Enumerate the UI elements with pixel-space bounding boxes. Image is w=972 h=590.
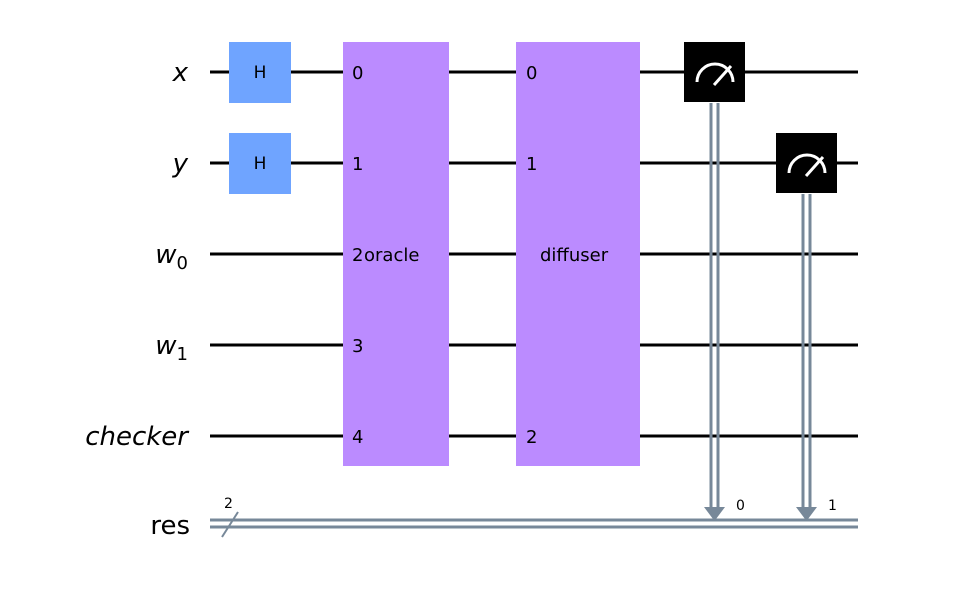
qubit-label-checker: checker bbox=[85, 422, 190, 452]
bus-width-label: 2 bbox=[224, 496, 233, 512]
qubit-label-w1: w1 bbox=[155, 331, 188, 365]
oracle-label: oracle bbox=[364, 245, 419, 266]
measure-y: 1 bbox=[776, 133, 837, 521]
diffuser-label: diffuser bbox=[540, 245, 609, 266]
diffuser-gate: 0 1 diffuser 2 bbox=[516, 42, 640, 466]
measure-x: 0 bbox=[684, 42, 745, 521]
h-gate-x: H bbox=[229, 42, 291, 103]
diffuser-pin-0: 0 bbox=[526, 63, 537, 84]
oracle-pin-0: 0 bbox=[352, 63, 363, 84]
measure-bit-label: 1 bbox=[828, 498, 837, 514]
qubit-label-y: y bbox=[172, 149, 189, 179]
measure-bit-label: 0 bbox=[736, 498, 745, 514]
measure-arrow-icon bbox=[704, 507, 725, 521]
qubit-label-x: x bbox=[172, 58, 189, 88]
oracle-pin-3: 3 bbox=[352, 336, 363, 357]
bus-slash bbox=[221, 511, 239, 538]
h-gate-label: H bbox=[254, 154, 267, 174]
meter-needle-icon bbox=[804, 155, 825, 178]
oracle-pin-1: 1 bbox=[352, 154, 363, 175]
measure-arrow-icon bbox=[796, 507, 817, 521]
oracle-gate: 0 1 2 oracle 3 4 bbox=[343, 42, 449, 466]
meter-needle-icon bbox=[712, 64, 733, 87]
h-gate-label: H bbox=[254, 63, 267, 83]
h-gate-y: H bbox=[229, 133, 291, 194]
oracle-pin-4: 4 bbox=[352, 427, 363, 448]
qubit-label-w0: w0 bbox=[155, 240, 188, 274]
classical-register-label: res bbox=[150, 511, 190, 541]
meter-icon bbox=[695, 62, 735, 83]
diffuser-pin-1: 1 bbox=[526, 154, 537, 175]
diffuser-pin-2: 2 bbox=[526, 427, 537, 448]
meter-icon bbox=[787, 153, 827, 174]
oracle-pin-2: 2 bbox=[352, 245, 363, 266]
